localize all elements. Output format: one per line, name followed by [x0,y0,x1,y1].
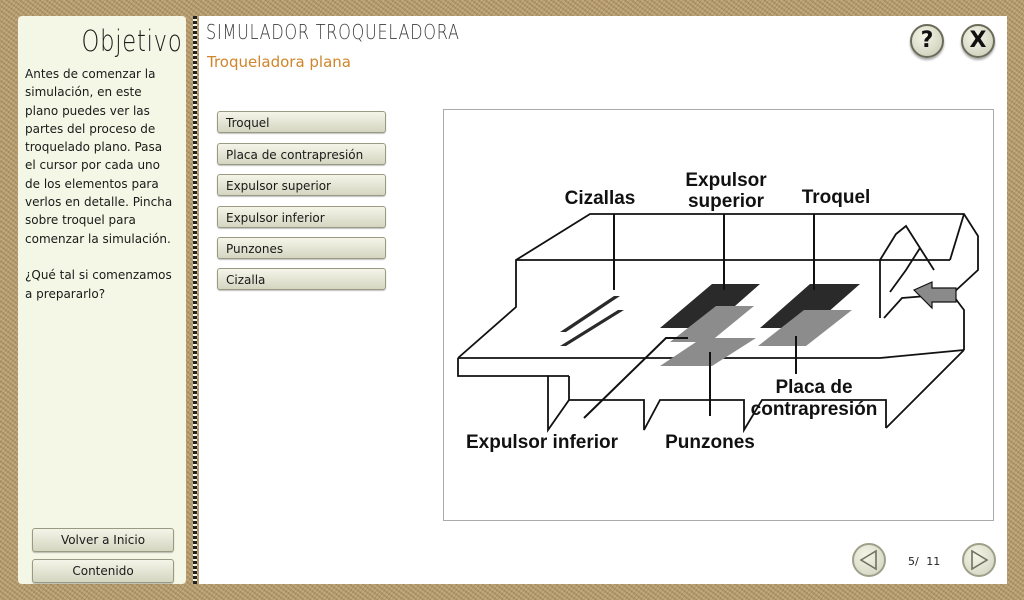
question-icon: ? [920,28,934,53]
next-button[interactable] [962,543,996,577]
part-button-expulsor-inferior[interactable]: Expulsor inferior [217,206,386,228]
triangle-right-icon [971,549,989,571]
previous-button[interactable] [852,543,886,577]
label-troquel: Troquel [802,187,871,208]
objective-text: Antes de comenzar la simulación, en este… [25,67,173,301]
help-button[interactable]: ? [910,24,944,58]
page-total: 11 [926,555,941,568]
label-cizallas: Cizallas [565,188,636,209]
part-button-cizalla[interactable]: Cizalla [217,268,386,290]
home-button[interactable]: Volver a Inicio [32,528,174,552]
page-indicator: 5/ 11 [908,555,940,568]
part-button-placa[interactable]: Placa de contrapresión [217,143,386,165]
contents-button[interactable]: Contenido [32,559,174,583]
part-button-troquel[interactable]: Troquel [217,111,386,133]
part-button-expulsor-superior[interactable]: Expulsor superior [217,174,386,196]
label-punzones: Punzones [665,432,755,453]
objective-title: Objetivo [81,24,182,58]
objective-panel: Objetivo Antes de comenzar la simulación… [18,16,186,584]
label-placa-1: Placa de [775,377,852,398]
main-panel: SIMULADOR TROQUELADORA Troqueladora plan… [199,16,1007,584]
page-current: 5/ [908,555,919,568]
label-expulsor-superior-2: superior [688,191,765,212]
close-button[interactable]: X [961,24,995,58]
page-subtitle: Troqueladora plana [207,53,351,71]
die-cutter-diagram: Cizallas Expulsor superior Troquel Placa… [443,109,994,521]
app-title: SIMULADOR TROQUELADORA [206,20,460,44]
triangle-left-icon [859,549,877,571]
label-expulsor-inferior: Expulsor inferior [466,432,619,453]
part-button-punzones[interactable]: Punzones [217,237,386,259]
label-placa-2: contrapresión [751,399,878,420]
panel-divider [193,16,197,584]
close-icon: X [969,28,987,53]
die-cutter-drawing: Cizallas Expulsor superior Troquel Placa… [457,170,979,453]
label-expulsor-superior-1: Expulsor [685,170,767,191]
